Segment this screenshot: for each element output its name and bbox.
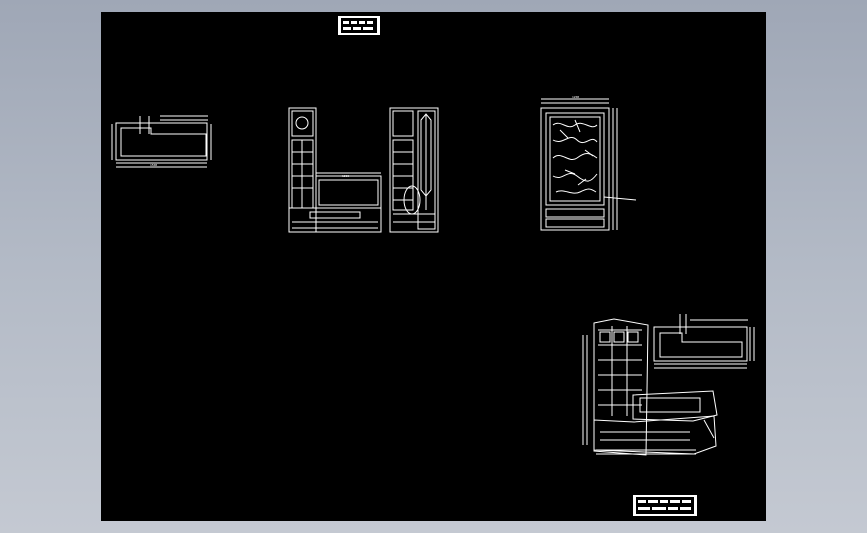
front-elevation <box>288 107 382 233</box>
svg-text:1200: 1200 <box>342 174 349 178</box>
carved-panel-elevation <box>540 98 637 231</box>
plan-view-2 <box>653 314 755 369</box>
perspective-view <box>582 318 718 456</box>
title-block-top <box>338 16 380 35</box>
title-block-bottom <box>633 495 697 516</box>
svg-text:1500: 1500 <box>150 163 157 167</box>
side-elevation <box>389 107 439 233</box>
drawing-canvas[interactable] <box>101 12 766 521</box>
svg-text:1200: 1200 <box>572 95 579 99</box>
plan-view <box>111 115 212 168</box>
